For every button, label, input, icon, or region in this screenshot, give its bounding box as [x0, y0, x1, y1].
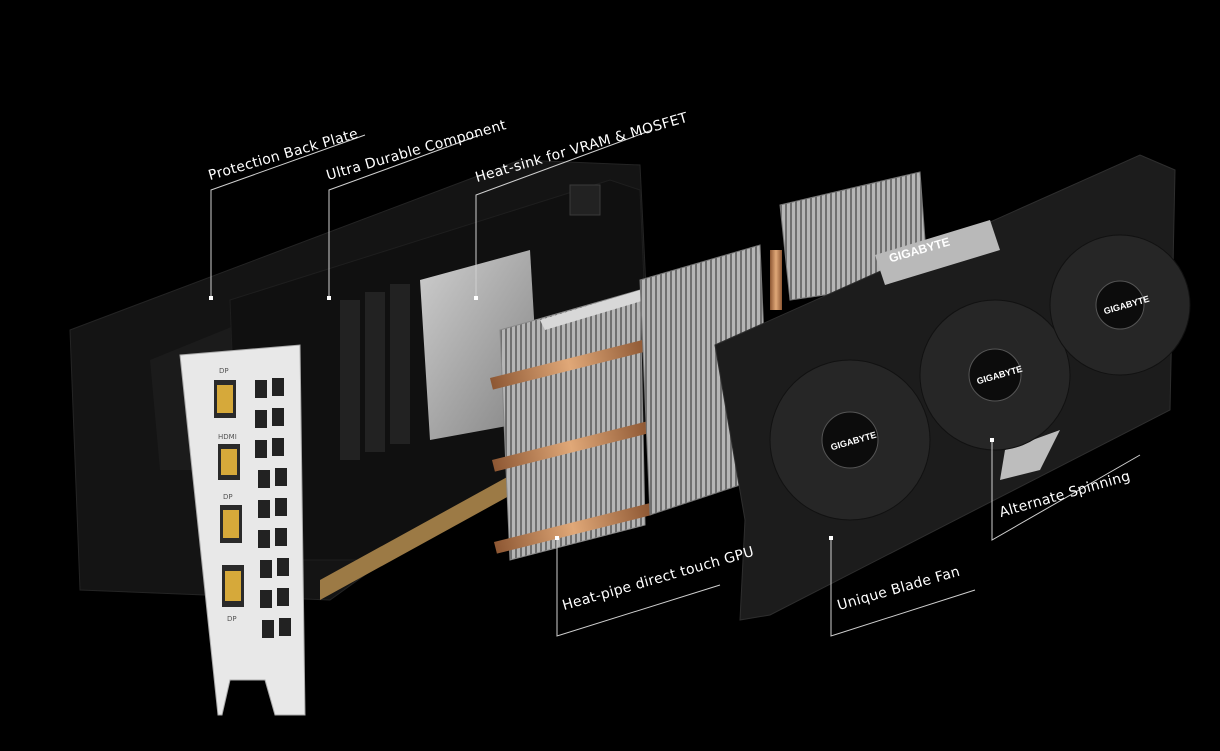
fan-shroud [714, 154, 1191, 621]
fan-left [769, 359, 931, 521]
port-label-4: DP [227, 615, 237, 623]
port-label-1: DP [219, 367, 229, 375]
io-bracket [179, 344, 306, 716]
callout-markers [209, 296, 994, 540]
callout-lines [210, 129, 1141, 637]
gpu-heatsink [490, 289, 653, 561]
fan-right [1049, 234, 1191, 376]
port-label-3: DP [223, 493, 233, 501]
fan-middle [919, 299, 1071, 451]
port-label-2: HDMI [218, 433, 237, 441]
